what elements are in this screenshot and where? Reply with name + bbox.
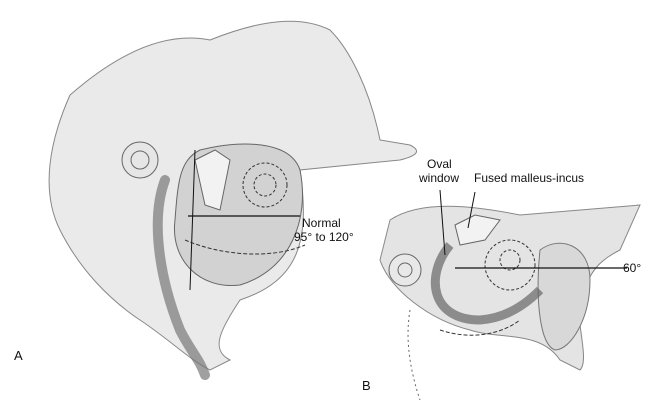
oval-window-label-line1: Oval (427, 157, 452, 171)
oval-window-label-line2: window (419, 171, 460, 185)
panel-b-label: B (362, 378, 371, 393)
panel-a-drawing (48, 20, 417, 380)
normal-angle-range: 95° to 120° (294, 230, 354, 244)
fused-malleus-incus-label: Fused malleus-incus (474, 171, 585, 185)
sixty-degree-label: 60° (623, 261, 642, 275)
panel-b-drawing (379, 189, 641, 401)
panel-a-label: A (14, 348, 23, 363)
normal-angle-label: Normal (302, 216, 341, 230)
